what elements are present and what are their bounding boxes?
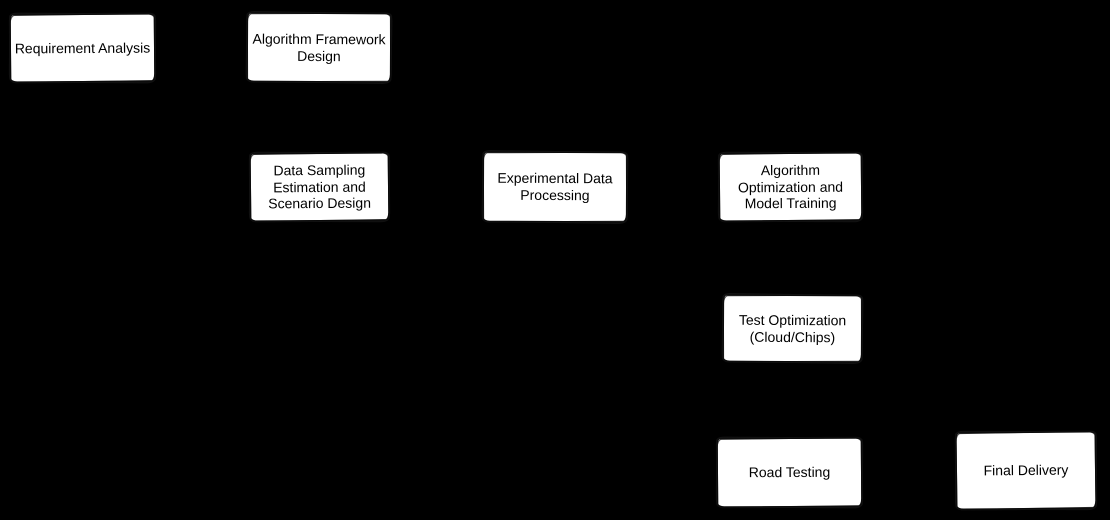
flow-node-final-delivery: Final Delivery (954, 430, 1098, 511)
node-label: Experimental Data Processing (497, 169, 613, 204)
flow-node-data-sampling-estimation-and-scenario-design: Data Sampling Estimation and Scenario De… (248, 151, 391, 223)
flow-node-algorithm-framework-design: Algorithm Framework Design (245, 11, 393, 84)
node-label: Test Optimization (Cloud/Chips) (738, 311, 847, 345)
node-label: Final Delivery (983, 461, 1069, 479)
flow-node-algorithm-optimization-and-model-training: Algorithm Optimization and Model Trainin… (717, 151, 864, 223)
node-label: Data Sampling Estimation and Scenario De… (268, 161, 372, 212)
node-label: Algorithm Optimization and Model Trainin… (737, 161, 844, 212)
node-label: Requirement Analysis (14, 39, 151, 56)
node-label: Road Testing (748, 463, 831, 481)
flow-node-test-optimization-cloud-chips: Test Optimization (Cloud/Chips) (721, 293, 864, 364)
flow-node-road-testing: Road Testing (715, 436, 864, 509)
flow-node-requirement-analysis: Requirement Analysis (8, 12, 157, 84)
flow-node-experimental-data-processing: Experimental Data Processing (481, 150, 629, 224)
node-label: Algorithm Framework Design (252, 30, 386, 64)
